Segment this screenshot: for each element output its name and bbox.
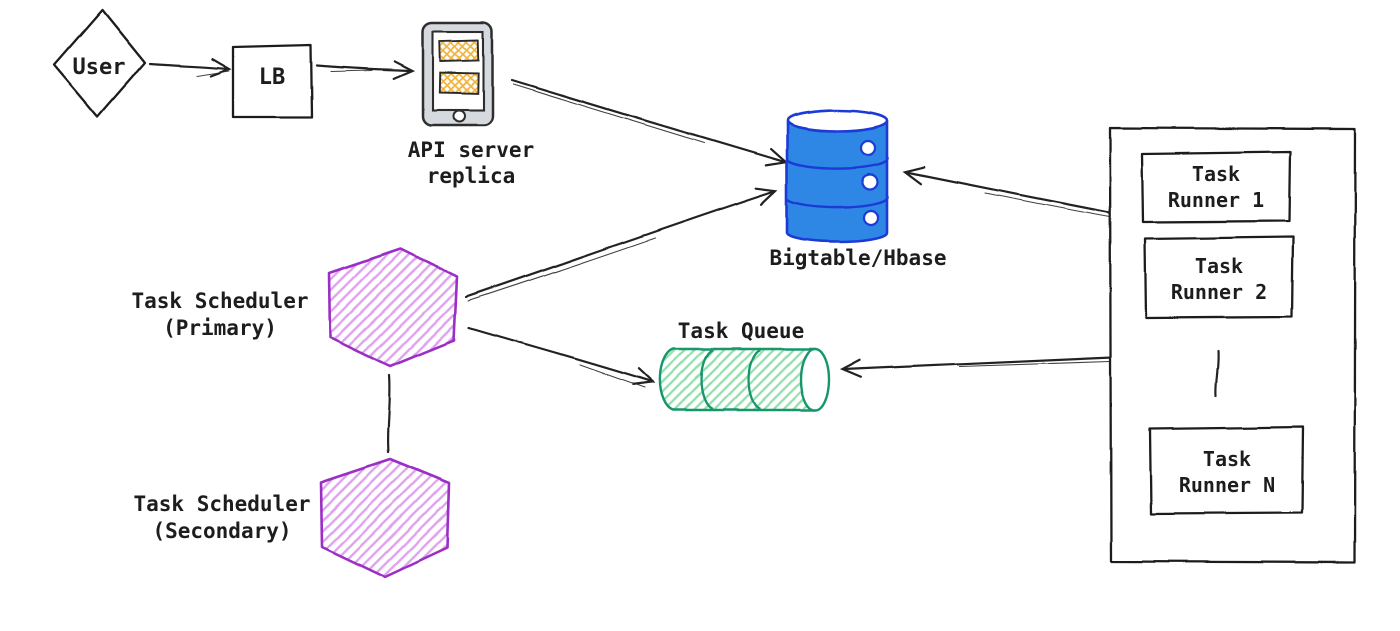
task-runner-1-box bbox=[1140, 150, 1292, 224]
scheduler-primary-label-line2: (Primary) bbox=[163, 316, 277, 340]
scheduler-primary-label-line1: Task Scheduler bbox=[131, 289, 308, 313]
user-diamond-shape bbox=[52, 8, 147, 119]
database-cylinder-icon bbox=[785, 109, 889, 244]
task-runner-1-label-line1: Task bbox=[1192, 162, 1240, 186]
scheduler-secondary-label-line2: (Secondary) bbox=[152, 519, 291, 543]
edge-api-server-to-bigtable bbox=[510, 78, 789, 167]
task-runner-2-box bbox=[1143, 235, 1295, 320]
task-runner-2-label-line1: Task bbox=[1195, 254, 1243, 278]
task-runner-n-box bbox=[1148, 425, 1305, 516]
edge-scheduler-primary-to-task-queue bbox=[467, 326, 656, 389]
mobile-phone-icon bbox=[421, 21, 494, 127]
bigtable-label: Bigtable/Hbase bbox=[769, 246, 946, 270]
api-server-label-line2: replica bbox=[427, 164, 516, 188]
task-runners-ellipsis-line bbox=[1214, 349, 1220, 398]
phone-home-button bbox=[452, 109, 466, 123]
task-scheduler-primary-hexagon bbox=[327, 247, 459, 368]
edge-task-runners-to-task-queue bbox=[840, 355, 1114, 378]
scheduler-secondary-label-line1: Task Scheduler bbox=[133, 492, 310, 516]
task-queue-label: Task Queue bbox=[678, 319, 804, 343]
user-label: User bbox=[73, 55, 126, 80]
task-scheduler-secondary-hexagon bbox=[319, 457, 451, 579]
queue-open-end-ellipse bbox=[799, 347, 831, 412]
phone-screen-card bbox=[438, 39, 480, 95]
edge-scheduler-primary-to-secondary bbox=[386, 373, 391, 454]
task-runner-n-label-line1: Task bbox=[1203, 447, 1251, 471]
edge-lb-to-api-server bbox=[315, 60, 415, 81]
lb-box-shape bbox=[231, 43, 314, 119]
edge-scheduler-primary-to-bigtable bbox=[464, 187, 779, 302]
edge-user-to-lb bbox=[148, 57, 232, 78]
edge-task-runners-to-bigtable bbox=[902, 165, 1114, 218]
task-runner-2-label-line2: Runner 2 bbox=[1171, 280, 1267, 304]
task-runner-n-label-line2: Runner N bbox=[1179, 473, 1275, 497]
database-top-ellipse bbox=[785, 109, 889, 133]
horizontal-cylinder-icon bbox=[658, 347, 831, 412]
api-server-label-line1: API server bbox=[408, 138, 534, 162]
task-runner-1-label-line2: Runner 1 bbox=[1168, 188, 1264, 212]
labels-layer: User LB API server replica Bigtable/Hbas… bbox=[73, 55, 1276, 543]
database-dots bbox=[859, 139, 880, 227]
lb-label: LB bbox=[259, 65, 286, 90]
